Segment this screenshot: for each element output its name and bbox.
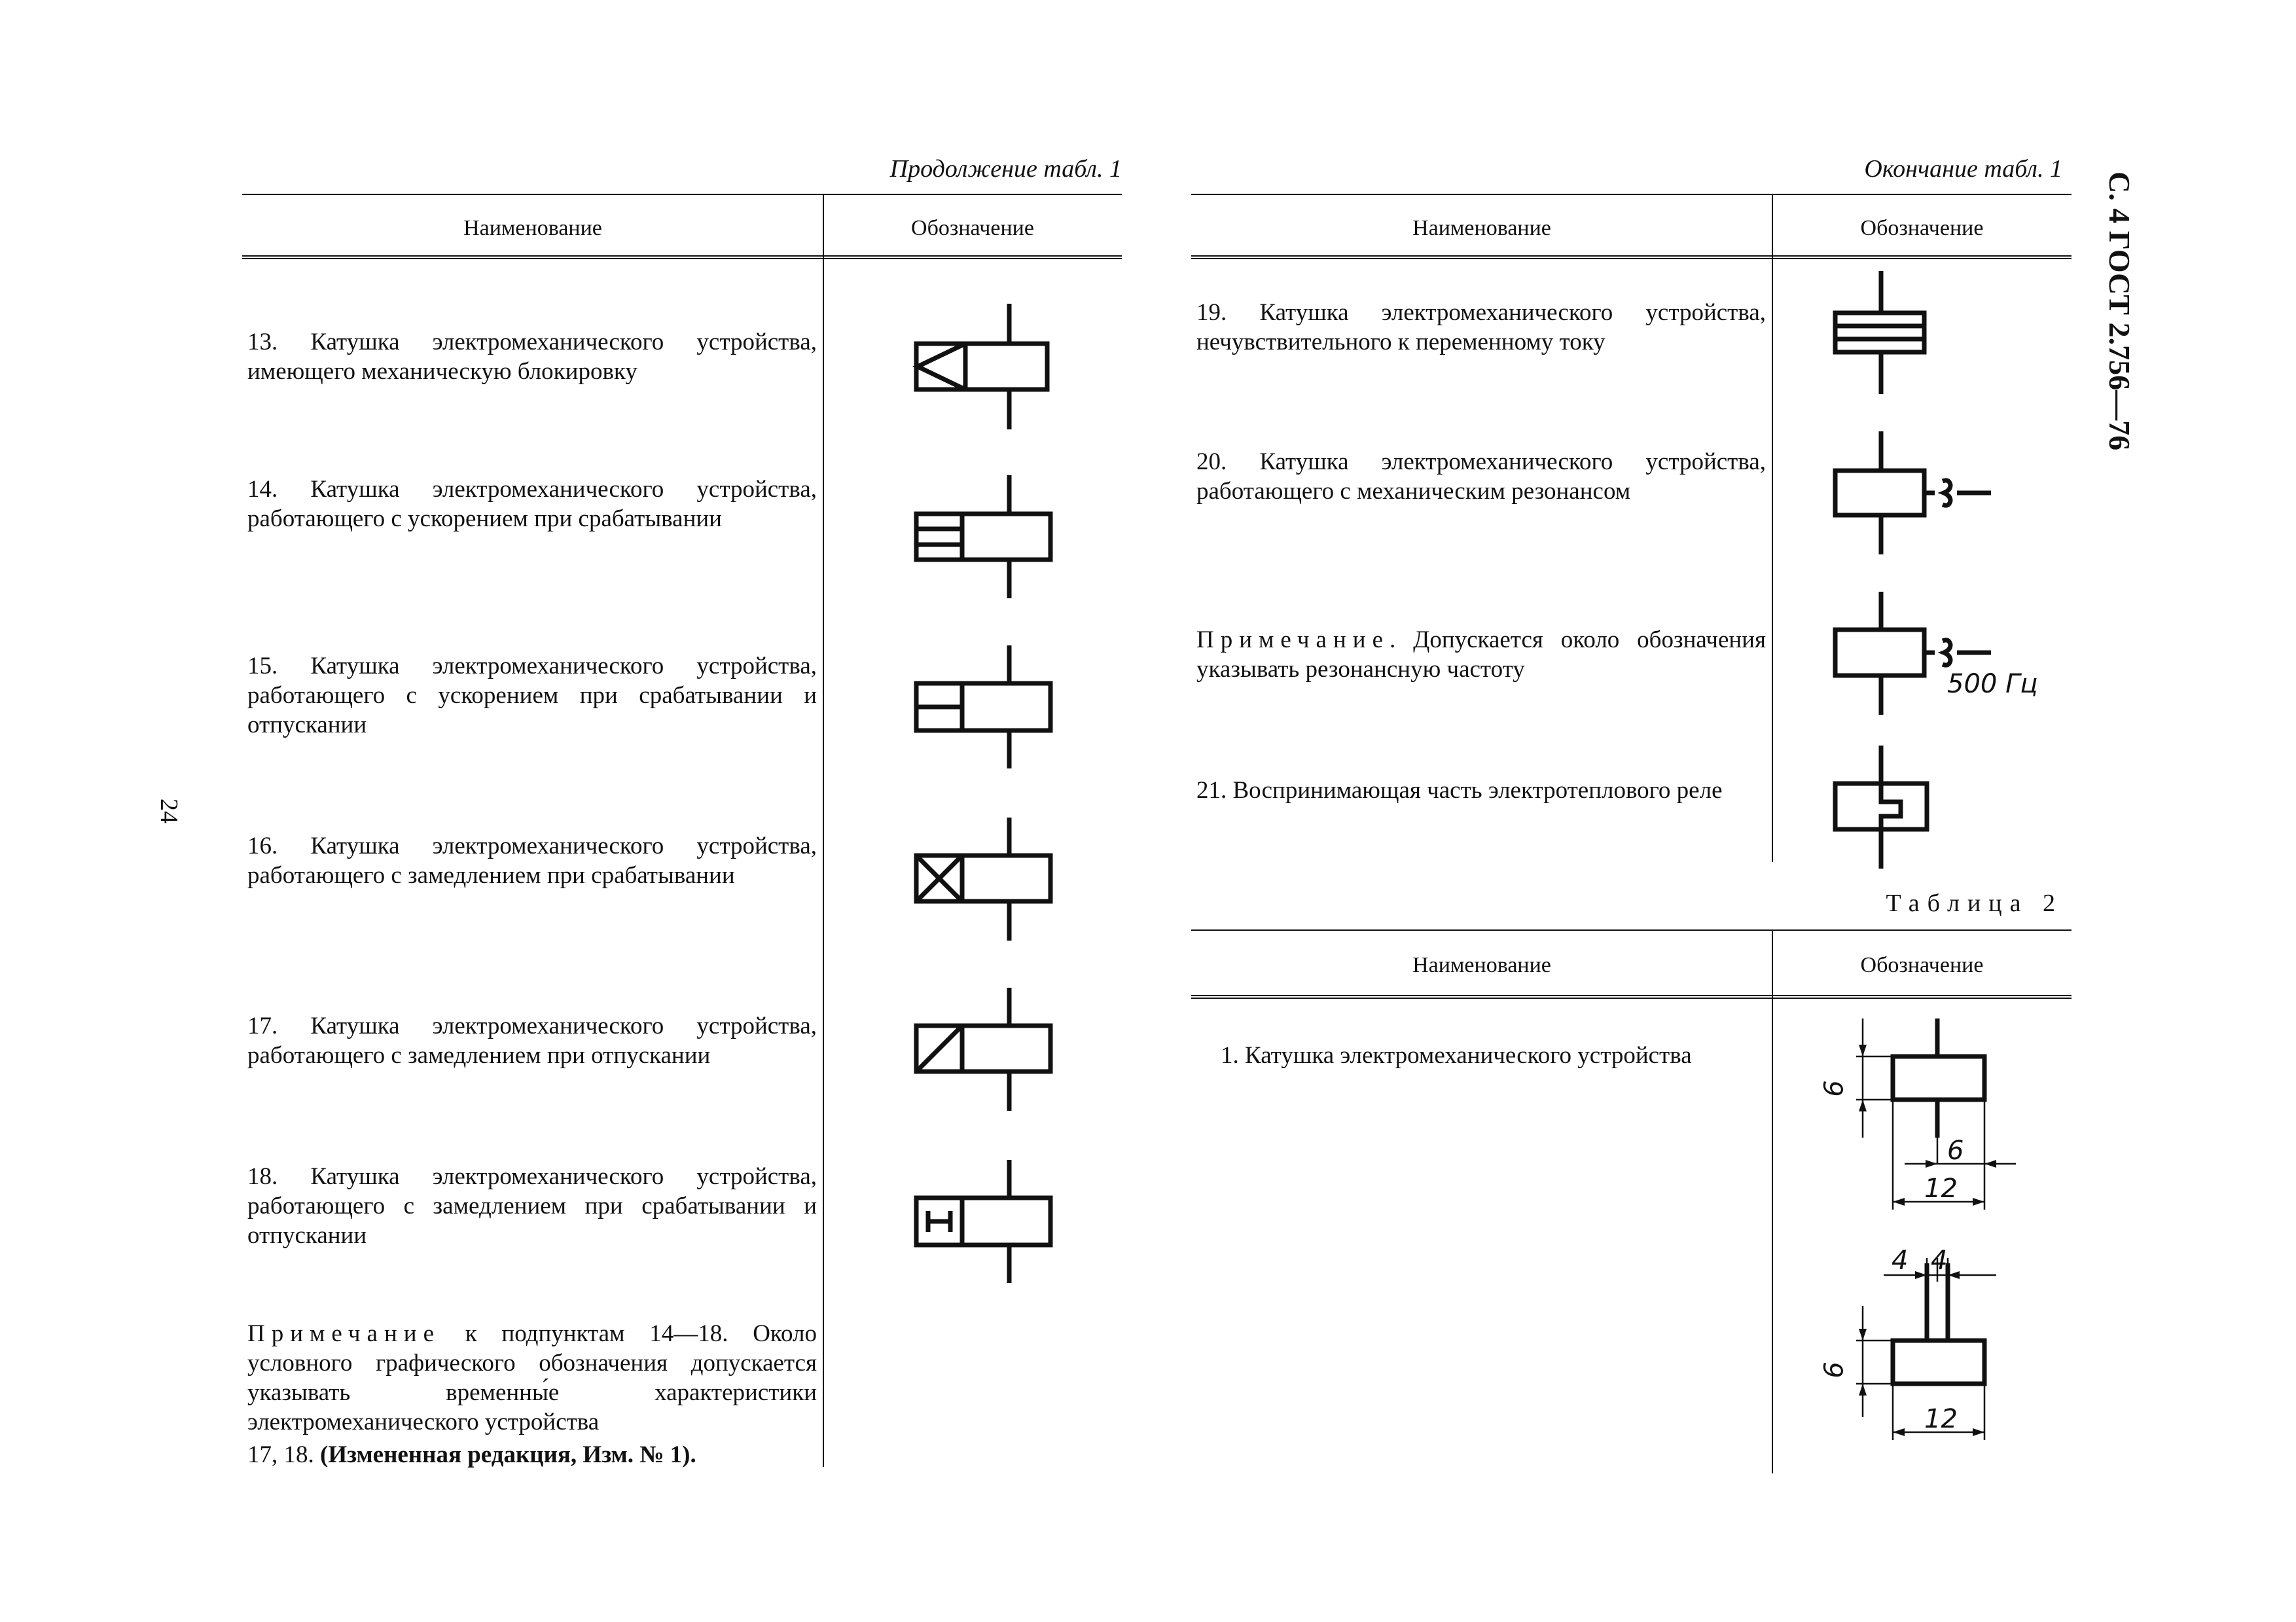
left-amendment-bold: (Измененная редакция, Изм. № 1).: [320, 1441, 696, 1468]
right-note-label: Примечание: [1196, 626, 1390, 653]
right-item-20: 20. Катушка электромеханического устрой­…: [1196, 448, 1766, 505]
dim-label-lead-spacing: 6: [1947, 1136, 1964, 1166]
left-amendment-prefix: 17, 18.: [247, 1441, 320, 1468]
dim-label-lead-left-gap: 4: [1892, 1246, 1909, 1276]
dim-label-height-lower: 6: [1819, 1361, 1850, 1379]
right-item-21: 21. Воспринимающая часть электротепловог…: [1196, 777, 1723, 804]
table2-col-header-name: Наименование: [1412, 953, 1551, 977]
coil-mechanical-lock-symbol: [912, 304, 1050, 429]
left-amendment: 17, 18. (Измененная редакция, Изм. № 1).: [247, 1440, 817, 1469]
left-item-13: 13. Катушка электромеханического устрой­…: [247, 329, 817, 385]
left-col-header-symbol: Обозначение: [911, 216, 1034, 240]
left-col-header-name: Наименование: [463, 216, 602, 240]
left-table-caption: Продолжение табл. 1: [889, 155, 1122, 183]
running-header: С. 4 ГОСТ 2.756—76: [2103, 171, 2136, 451]
coil-delayed-operate-release-symbol: [914, 1160, 1053, 1283]
thermal-relay-sensing-part-symbol: [1833, 746, 1929, 869]
left-table-top-rule: [242, 194, 1122, 195]
resonance-frequency-label: 500 Гц: [1947, 669, 2038, 699]
table2-col-header-symbol: Обозначение: [1860, 953, 1984, 977]
left-note-text: к подпунктам 14—18. Около условного граф…: [247, 1320, 817, 1435]
table2-top-rule: [1191, 929, 2072, 931]
coil-dimension-drawing-top-leads: [1856, 1258, 1996, 1440]
dim-label-width-lower: 12: [1924, 1404, 1958, 1434]
right-col-header-name: Наименование: [1412, 216, 1551, 240]
table2-header-rule: [1191, 995, 2072, 999]
coil-resonance-frequency-symbol: [1833, 592, 1991, 715]
table2-item-1: 1. Катушка электромеханического устройст…: [1221, 1042, 1692, 1069]
dim-label-lead-right-gap: 4: [1931, 1246, 1948, 1276]
left-item-15: 15. Катушка электромеханического устрой­…: [247, 653, 817, 738]
coil-delayed-release-symbol: [914, 988, 1053, 1111]
dim-label-height-upper: 6: [1819, 1080, 1850, 1097]
coil-delayed-operate-symbol: [914, 818, 1053, 941]
right-table-caption: Окончание табл. 1: [1864, 155, 2062, 183]
coil-ac-insensitive-symbol: [1833, 271, 1927, 394]
left-note: Примечание к подпунктам 14—18. Около усл…: [247, 1319, 817, 1437]
coil-mechanical-resonance-symbol: [1833, 431, 1991, 554]
coil-accelerated-operate-release-symbol: [914, 645, 1053, 768]
right-table-top-rule: [1191, 194, 2072, 195]
dim-label-width-upper: 12: [1924, 1174, 1958, 1204]
left-note-label: Примечание: [247, 1320, 440, 1347]
left-item-16: 16. Катушка электромеханического устрой­…: [247, 833, 817, 889]
table2-col-divider: [1772, 930, 1773, 1473]
page-number: 24: [155, 799, 183, 823]
left-table-header-rule: [242, 255, 1122, 259]
right-table-header-rule: [1191, 255, 2072, 259]
left-table-col-divider: [823, 194, 824, 1467]
right-note-text: . Допускается около обозначения указыват…: [1196, 626, 1766, 683]
right-col-header-symbol: Обозначение: [1860, 216, 1984, 240]
left-item-18: 18. Катушка электромеханического устрой­…: [247, 1163, 817, 1249]
left-item-14: 14. Катушка электромеханического устрой­…: [247, 476, 817, 532]
coil-dimension-drawing-vertical-leads: [1856, 1018, 2016, 1210]
coil-accelerated-operate-symbol: [914, 475, 1053, 598]
table2-caption: Таблица 2: [1886, 890, 2063, 917]
right-table-col-divider: [1772, 194, 1773, 862]
left-item-17: 17. Катушка электромеханического устрой­…: [247, 1013, 817, 1069]
right-item-19: 19. Катушка электромеханического устрой­…: [1196, 299, 1766, 355]
right-note: Примечание. Допускается около обозначени…: [1196, 625, 1766, 684]
